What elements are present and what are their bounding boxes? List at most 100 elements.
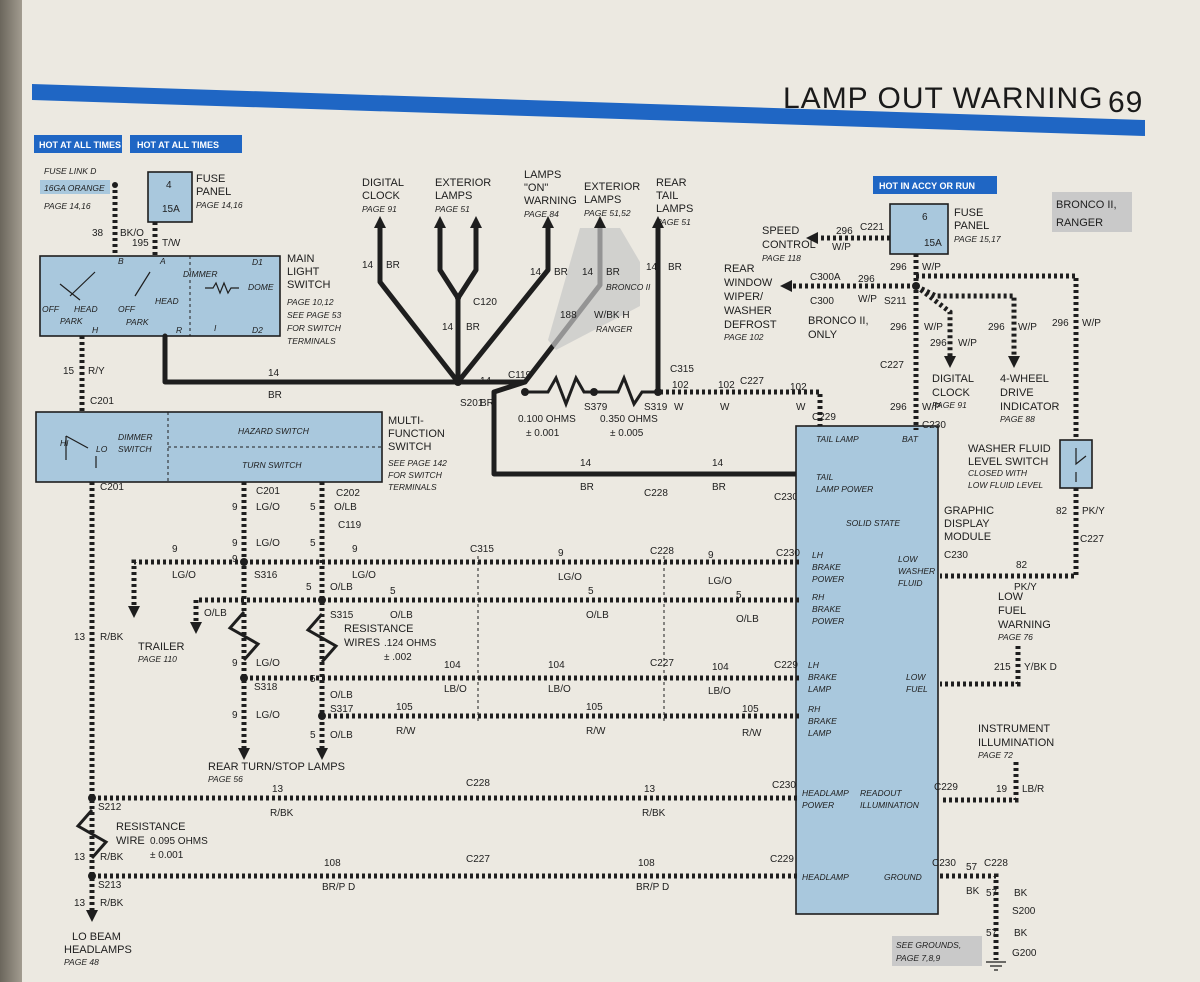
w105a-color: R/W	[396, 726, 416, 737]
see-grounds-l1: SEE GROUNDS,	[896, 940, 961, 950]
arrow-4	[542, 216, 554, 228]
gdm-rhl1: RH	[808, 704, 821, 714]
fuse-link-page: PAGE 14,16	[44, 201, 91, 211]
s319: S319	[644, 402, 668, 413]
ms-a: A	[159, 256, 166, 266]
w215-color: Y/BK D	[1024, 662, 1057, 673]
w57b-color: BK	[1014, 888, 1028, 899]
w9b-num: 9	[232, 538, 238, 549]
w105b-num: 105	[586, 702, 603, 713]
w82a-color: PK/Y	[1082, 506, 1105, 517]
rear-window-l4: WASHER	[724, 305, 772, 317]
w14b-color: BR	[386, 260, 400, 271]
olbd: O/LB	[204, 608, 227, 619]
speed-control-l2: CONTROL	[762, 239, 816, 251]
gdm-lf1: LOW	[906, 672, 926, 682]
model-tag	[1052, 192, 1132, 232]
arrow-6	[652, 216, 664, 228]
w108b-color: BR/P D	[636, 882, 669, 893]
wire-57	[940, 873, 999, 960]
s211-node	[912, 282, 920, 290]
w13d-num: 13	[74, 852, 86, 863]
c227a: C227	[740, 376, 764, 387]
ranger-label: RANGER	[596, 324, 632, 334]
trailer-page: PAGE 110	[138, 654, 177, 664]
s213: S213	[98, 880, 122, 891]
hot-tag-3-label: HOT IN ACCY OR RUN	[879, 181, 975, 191]
olbf: O/LB	[586, 610, 609, 621]
c119a: C119	[508, 370, 532, 381]
ground-symbol	[986, 961, 1006, 971]
s318: S318	[254, 682, 278, 693]
gdm-rh1: RH	[812, 592, 825, 602]
mf-line-3: SWITCH	[388, 441, 431, 453]
instr-page: PAGE 72	[978, 750, 1013, 760]
r1-tol: ± 0.001	[526, 428, 560, 439]
w9d-num: 9	[352, 544, 358, 555]
w296f-color: W/P	[1018, 322, 1037, 333]
w104b-color: LB/O	[548, 684, 571, 695]
fuse-2-num: 6	[922, 212, 928, 223]
w104b-num: 104	[548, 660, 565, 671]
gdm-lh3: POWER	[812, 574, 844, 584]
w108a-color: BR/P D	[322, 882, 355, 893]
w9a-num: 9	[232, 502, 238, 513]
wire-to-digital-clock	[377, 222, 461, 385]
fuse-1-amp: 15A	[162, 204, 180, 215]
wire-to-lamps-on	[455, 222, 551, 385]
r4-tol: ± 0.001	[150, 850, 184, 861]
resistor-right	[305, 613, 339, 663]
gdm-tail2: LAMP POWER	[816, 484, 873, 494]
w19-color: LB/R	[1022, 784, 1044, 795]
r4-ohms: 0.095 OHMS	[150, 836, 208, 847]
w13d-color: R/BK	[100, 852, 124, 863]
w105b-color: R/W	[586, 726, 606, 737]
w296h-num: 296	[890, 402, 907, 413]
arrow-2	[434, 216, 446, 228]
w5e-num: 5	[588, 586, 594, 597]
gdm-solid: SOLID STATE	[846, 518, 900, 528]
s315-node	[318, 596, 326, 604]
fuse-2-amp: 15A	[924, 238, 942, 249]
mf-line-1: MULTI-	[388, 415, 424, 427]
c221: C221	[860, 222, 884, 233]
s316: S316	[254, 570, 278, 581]
w105c-num: 105	[742, 704, 759, 715]
w108b-num: 108	[638, 858, 655, 869]
hot-tag-3	[873, 176, 997, 194]
w38-num: 38	[92, 228, 104, 239]
w14h-num: 14	[580, 458, 592, 469]
speed-control-page: PAGE 118	[762, 253, 801, 263]
w13c-color: R/BK	[642, 808, 666, 819]
w57a-num: 57	[966, 862, 978, 873]
w296c-num: 296	[858, 274, 875, 285]
rear-window-page: PAGE 102	[724, 332, 764, 342]
main-switch-page-2: SEE PAGE 53	[287, 310, 341, 320]
c230f: C230	[772, 780, 796, 791]
c230c: C230	[776, 548, 800, 559]
mf-dimmer: DIMMER	[118, 432, 152, 442]
w296e-num: 296	[930, 338, 947, 349]
arrow-1	[374, 216, 386, 228]
w9i-num: 9	[232, 710, 238, 721]
s379-node	[590, 388, 598, 396]
w5d-num: 5	[390, 586, 396, 597]
lo-beam-l2: HEADLAMPS	[64, 944, 132, 956]
c230g: C230	[932, 858, 956, 869]
rear-turn-page: PAGE 56	[208, 774, 243, 784]
ms-h: H	[92, 325, 99, 335]
bronco-only-l2: ONLY	[808, 329, 838, 341]
fuse-link-label: FUSE LINK D	[44, 166, 96, 176]
resistor-chain	[525, 374, 660, 409]
w105a-num: 105	[396, 702, 413, 713]
gdm-tail-lamp: TAIL LAMP	[816, 434, 859, 444]
mf-hazard: HAZARD SWITCH	[238, 426, 310, 436]
w14a-num: 14	[268, 368, 280, 379]
gdm-low2: WASHER	[898, 566, 935, 576]
c315a: C315	[670, 364, 694, 375]
gdm-head: HEADLAMP	[802, 872, 849, 882]
r3-ohms: .124 OHMS	[384, 638, 437, 649]
w13a-num: 13	[74, 632, 86, 643]
gdm-lhl1: LH	[808, 660, 820, 670]
s201-node	[454, 378, 462, 386]
